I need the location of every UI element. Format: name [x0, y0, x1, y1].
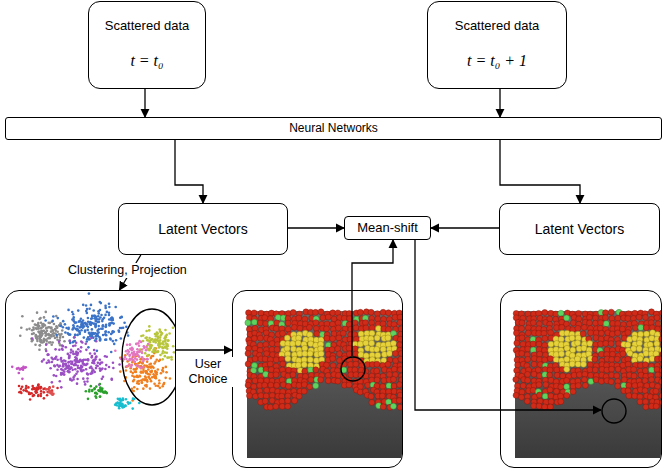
- box-label: Scattered data: [105, 19, 190, 34]
- flow-arrow: [431, 227, 499, 228]
- flow-arrow: [500, 140, 580, 203]
- box-label: Scattered data: [455, 19, 540, 34]
- tsne-scatter-plot: [6, 291, 176, 468]
- box-label: Latent Vectors: [158, 221, 248, 237]
- flow-arrow: [499, 89, 500, 117]
- render-panel: [232, 290, 403, 468]
- time-label: t = t₀ + 1: [467, 52, 527, 70]
- input-box: Scattered data t = t₀ + 1: [427, 1, 567, 89]
- particle-rendering: [501, 291, 662, 468]
- render-panel: [500, 290, 662, 468]
- time-label: t = t₀: [130, 52, 163, 70]
- latent-box: Latent Vectors: [499, 203, 660, 255]
- process-box: Mean-shift: [344, 216, 431, 240]
- flow-arrow: [288, 227, 344, 228]
- particle-rendering: [233, 291, 403, 468]
- flow-arrow: [176, 349, 232, 350]
- edge-label: Clustering, Projection: [66, 263, 189, 278]
- box-label: Neural Networks: [289, 122, 378, 136]
- latent-box: Latent Vectors: [118, 203, 288, 255]
- box-label: Latent Vectors: [535, 221, 625, 237]
- box-label: Mean-shift: [357, 221, 418, 236]
- flow-arrow: [144, 89, 145, 117]
- flow-arrow: [415, 240, 601, 410]
- edge-label: User Choice: [180, 357, 236, 387]
- flow-arrow: [352, 240, 393, 356]
- projection-panel: [5, 290, 176, 468]
- network-bar: Neural Networks: [5, 117, 662, 140]
- flow-arrow: [175, 140, 203, 203]
- input-box: Scattered data t = t₀: [88, 1, 206, 89]
